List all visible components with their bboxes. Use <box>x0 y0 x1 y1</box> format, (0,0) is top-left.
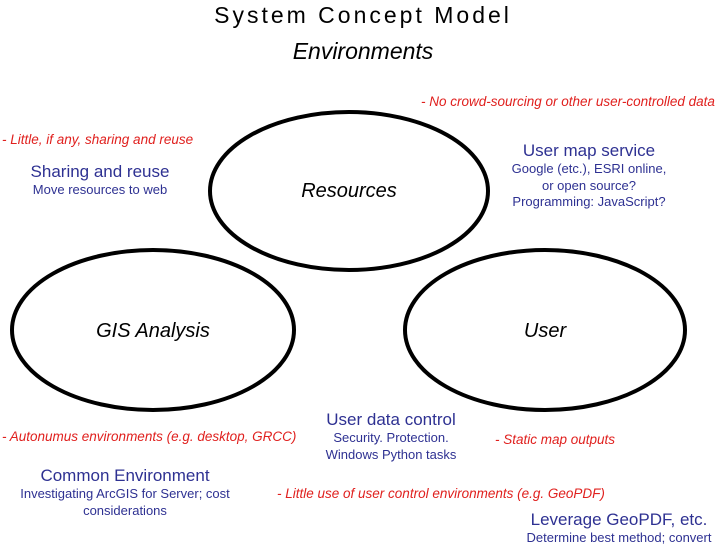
topic-user-data-control: User data control Security. Protection. … <box>306 410 476 463</box>
diagram-title: System Concept Model <box>214 2 512 28</box>
note-little-sharing: - Little, if any, sharing and reuse <box>2 132 194 147</box>
resources-circle <box>208 110 490 272</box>
topic-leverage-geopdf: Leverage GeoPDF, etc. Determine best met… <box>516 510 722 547</box>
topic-line: Investigating ArcGIS for Server; cost <box>20 486 230 501</box>
topic-line: or open source? <box>542 177 636 193</box>
topic-line: Google (etc.), ESRI online, <box>511 161 667 176</box>
user-circle <box>403 248 687 412</box>
topic-user-map-service: User map service Google (etc.), ESRI onl… <box>496 141 682 211</box>
topic-heading: Common Environment <box>40 466 210 485</box>
topic-line: Move resources to web <box>32 182 168 197</box>
resources-label: Resources <box>301 180 397 202</box>
note-little-user-control: - Little use of user control environment… <box>277 486 605 501</box>
topic-heading: User data control <box>326 410 456 429</box>
topic-line: Determine best method; convert <box>526 530 712 545</box>
gis-analysis-circle <box>10 248 296 412</box>
topic-line: Windows Python tasks <box>325 446 457 462</box>
topic-line: considerations <box>83 502 167 518</box>
diagram-subtitle: Environments <box>292 38 434 64</box>
note-no-crowd-sourcing: - No crowd-sourcing or other user-contro… <box>421 94 715 109</box>
topic-heading: User map service <box>522 141 656 160</box>
topic-heading: Sharing and reuse <box>30 162 170 181</box>
gis-analysis-label: GIS Analysis <box>96 320 210 342</box>
topic-common-environment: Common Environment Investigating ArcGIS … <box>4 466 246 519</box>
topic-sharing-reuse: Sharing and reuse Move resources to web <box>22 162 178 199</box>
topic-line: Security. Protection. <box>333 430 449 445</box>
topic-heading: Leverage GeoPDF, etc. <box>530 510 708 529</box>
note-static-map-outputs: - Static map outputs <box>495 432 616 447</box>
note-autonomous-environments: - Autonumus environments (e.g. desktop, … <box>2 429 297 444</box>
topic-line: Programming: JavaScript? <box>512 194 666 209</box>
user-label: User <box>524 320 568 342</box>
